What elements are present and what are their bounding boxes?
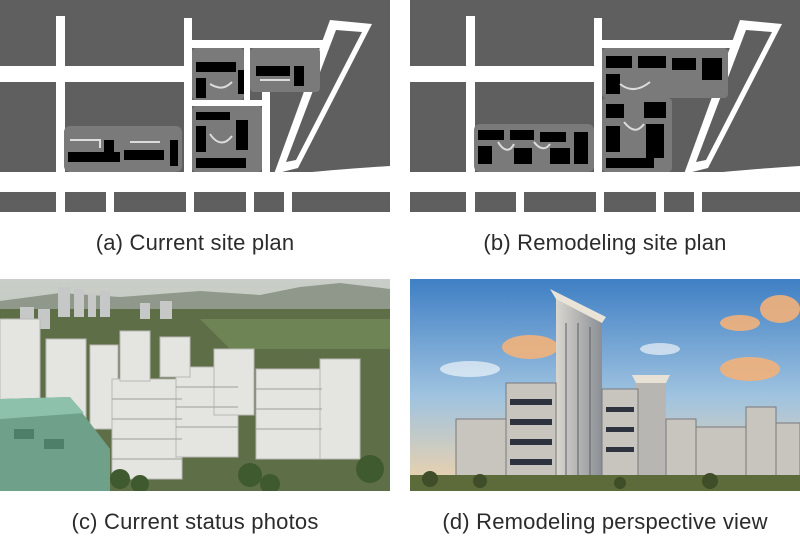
aerial-photo-apartments bbox=[0, 279, 390, 491]
caption-current-site-plan: (a) Current site plan bbox=[95, 230, 295, 255]
caption-remodeling-perspective-view: (d) Remodeling perspective view bbox=[442, 509, 768, 534]
caption-remodeling-site-plan: (b) Remodeling site plan bbox=[483, 230, 727, 255]
remodeling-site-plan bbox=[410, 0, 800, 212]
remodeling-site-plan-drawing bbox=[410, 0, 800, 212]
caption-current-status-photos: (c) Current status photos bbox=[71, 509, 319, 534]
existing-buildings bbox=[68, 62, 304, 168]
current-site-plan-drawing bbox=[0, 0, 390, 212]
current-site-plan bbox=[0, 0, 390, 212]
perspective-rendering bbox=[410, 279, 800, 491]
remodeled-buildings bbox=[478, 56, 722, 168]
remodeling-perspective-view bbox=[410, 279, 800, 491]
current-status-photo bbox=[0, 279, 390, 491]
